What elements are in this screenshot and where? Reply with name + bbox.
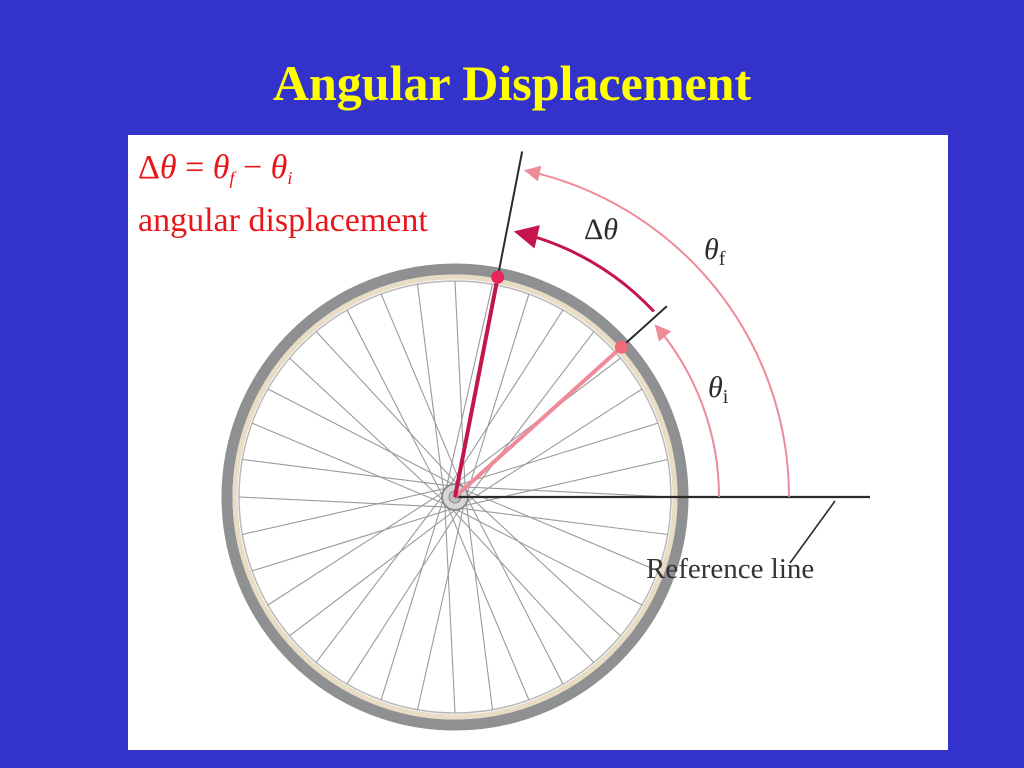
spoke xyxy=(267,489,447,606)
spoke xyxy=(464,491,621,637)
spoke xyxy=(238,496,452,508)
spoke xyxy=(380,496,445,701)
spoke xyxy=(242,458,454,487)
final-radius xyxy=(453,280,499,498)
delta-theta-label-delta: Δ xyxy=(584,213,604,246)
theta-f-arc xyxy=(524,165,790,498)
spoke xyxy=(251,507,456,572)
spoke xyxy=(458,486,672,498)
formula-theta-initial: θ xyxy=(270,149,288,186)
spoke xyxy=(444,500,456,714)
spoke xyxy=(346,505,463,685)
spoke xyxy=(446,503,530,701)
spoke xyxy=(289,357,446,503)
theta-f-label-theta: θ xyxy=(704,233,719,266)
reference-line-label: Reference line xyxy=(646,553,815,585)
spoke xyxy=(346,309,445,500)
spoke xyxy=(452,507,643,606)
final-position-point xyxy=(491,270,505,284)
formula-theta: θ xyxy=(159,149,177,186)
spoke xyxy=(460,458,668,508)
spoke xyxy=(315,331,461,488)
spoke xyxy=(447,309,564,489)
spoke xyxy=(465,494,564,685)
spoke xyxy=(456,507,668,536)
formula-sub-f: f xyxy=(229,168,235,188)
spoke xyxy=(449,506,595,663)
figure-panel: Δθ = θf − θi angular displacement Δθ θf … xyxy=(128,135,948,750)
formula-caption: angular displacement xyxy=(138,202,428,239)
spoke xyxy=(289,506,460,637)
theta-f-label-sub: f xyxy=(718,248,726,270)
formula-sub-i: i xyxy=(287,168,293,188)
delta-theta-arc xyxy=(513,225,656,313)
initial-position-point xyxy=(614,340,628,354)
formula-delta: Δ xyxy=(138,149,160,186)
delta-theta-label: Δθ xyxy=(584,213,618,247)
spoke xyxy=(267,388,458,487)
spoke xyxy=(242,486,450,536)
theta-i-label: θi xyxy=(708,371,728,409)
reference-line-leader xyxy=(789,500,836,564)
formula-equals: = xyxy=(176,149,213,186)
theta-i-label-sub: i xyxy=(722,386,729,408)
spoke xyxy=(454,422,659,487)
initial-radius xyxy=(453,348,620,499)
theta-f-label: θf xyxy=(704,233,725,271)
spoke xyxy=(380,293,464,491)
angular-displacement-formula: Δθ = θf − θi xyxy=(138,149,292,197)
wheel-diagram xyxy=(221,151,870,731)
spoke xyxy=(465,498,494,710)
spoke xyxy=(251,422,449,506)
spoke xyxy=(464,331,595,502)
spoke xyxy=(444,284,494,492)
formula-theta-final: θ xyxy=(212,149,230,186)
spoke xyxy=(416,502,466,710)
slide-title: Angular Displacement xyxy=(272,55,752,111)
formula-minus: − xyxy=(234,149,271,186)
spoke xyxy=(461,488,659,572)
delta-theta-label-theta: θ xyxy=(603,213,619,246)
spoke xyxy=(463,388,643,505)
spoke xyxy=(416,284,445,496)
spoke xyxy=(315,492,446,663)
theta-i-label-theta: θ xyxy=(708,371,723,404)
spoke xyxy=(465,293,530,498)
theta-i-arc xyxy=(654,324,720,498)
